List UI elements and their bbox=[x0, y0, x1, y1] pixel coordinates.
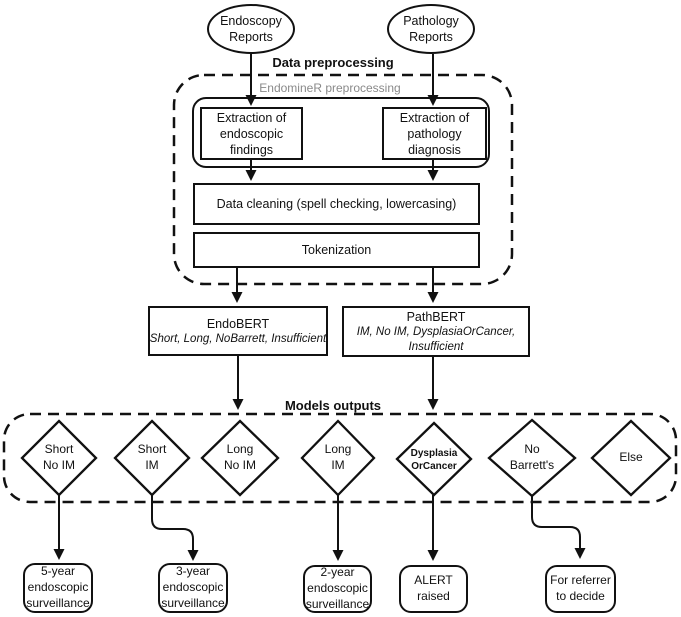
merge-bracket-referrer bbox=[531, 495, 581, 548]
action-5-year-surveillance: 5-year endoscopic surveillance bbox=[23, 563, 93, 613]
diamond-label-no-barretts: No Barrett's bbox=[497, 430, 567, 486]
arrowhead bbox=[245, 170, 257, 181]
diamond-line: Short bbox=[44, 442, 74, 457]
merge-bracket-3year bbox=[151, 495, 194, 550]
action-for-referrer-to-decide: For referrer to decide bbox=[545, 565, 616, 613]
arrowhead bbox=[231, 292, 243, 303]
arrowhead bbox=[427, 95, 439, 106]
endobert-node: EndoBERT Short, Long, NoBarrett, Insuffi… bbox=[148, 306, 328, 356]
endominer-preprocessing-label: EndomineR preprocessing bbox=[259, 81, 401, 95]
pathbert-node: PathBERT IM, No IM, DysplasiaOrCancer, I… bbox=[342, 306, 530, 357]
diamond-dysplasia-or-cancer bbox=[395, 421, 473, 497]
diamond-long-no-im bbox=[200, 419, 280, 497]
data-preprocessing-title: Data preprocessing bbox=[272, 55, 394, 70]
decision-diamonds bbox=[20, 418, 672, 498]
diamond-line: Long bbox=[324, 442, 352, 457]
diamond-label-long-no-im: Long No IM bbox=[205, 430, 275, 486]
arrowhead bbox=[232, 399, 244, 410]
data-preprocessing-dashed-box bbox=[172, 73, 514, 286]
diamond-line: Dysplasia bbox=[410, 447, 458, 459]
arrowhead bbox=[574, 548, 586, 559]
arrow-heads bbox=[53, 95, 586, 561]
action-3-year-surveillance: 3-year endoscopic surveillance bbox=[158, 563, 228, 613]
endobert-name: EndoBERT bbox=[206, 316, 270, 331]
extraction-pathology-diagnosis-node: Extraction of pathology diagnosis bbox=[382, 107, 487, 160]
diamond-short-im bbox=[113, 419, 191, 497]
diamond-line: No IM bbox=[223, 458, 256, 472]
tokenization-node: Tokenization bbox=[193, 232, 480, 268]
arrowhead bbox=[187, 550, 199, 561]
pathology-reports-node: Pathology Reports bbox=[387, 4, 475, 54]
diamond-long-im bbox=[300, 419, 376, 497]
diamond-line: Long bbox=[226, 442, 254, 457]
arrowhead bbox=[427, 292, 439, 303]
data-cleaning-node: Data cleaning (spell checking, lowercasi… bbox=[193, 183, 480, 225]
diamond-line: No IM bbox=[42, 458, 75, 472]
diamond-label-else: Else bbox=[596, 430, 666, 486]
diamond-label-long-im: Long IM bbox=[303, 430, 373, 486]
action-alert-raised: ALERT raised bbox=[399, 565, 468, 613]
arrowhead bbox=[427, 170, 439, 181]
diamond-else bbox=[590, 419, 672, 497]
extraction-endoscopic-findings-node: Extraction of endoscopic findings bbox=[200, 107, 303, 160]
arrowhead bbox=[53, 549, 65, 560]
diamond-line: Short bbox=[137, 442, 167, 457]
diamond-line: OrCancer bbox=[411, 461, 457, 472]
arrowhead bbox=[427, 550, 439, 561]
diamond-line: No bbox=[524, 442, 540, 457]
arrowhead bbox=[427, 399, 439, 410]
diamond-line: Else bbox=[619, 450, 643, 465]
arrow-lines bbox=[58, 54, 581, 552]
diamond-line: IM bbox=[331, 458, 345, 472]
pathbert-name: PathBERT bbox=[406, 309, 466, 324]
models-outputs-dashed-box bbox=[2, 412, 678, 504]
diamond-line: IM bbox=[145, 458, 159, 472]
action-2-year-surveillance: 2-year endoscopic surveillance bbox=[303, 565, 372, 613]
diamond-short-no-im bbox=[20, 419, 98, 497]
arrowhead bbox=[332, 550, 344, 561]
diamond-line: Barrett's bbox=[509, 458, 555, 472]
arrowhead bbox=[245, 95, 257, 106]
endominer-container bbox=[192, 97, 490, 168]
diamond-label-short-no-im: Short No IM bbox=[24, 430, 94, 486]
diamond-label-short-im: Short IM bbox=[117, 430, 187, 486]
pathbert-classes: IM, No IM, DysplasiaOrCancer, Insufficie… bbox=[356, 325, 516, 353]
endobert-classes: Short, Long, NoBarrett, Insufficient bbox=[149, 332, 327, 345]
diamond-no-barretts bbox=[487, 418, 577, 498]
models-outputs-title: Models outputs bbox=[284, 398, 382, 413]
diamond-label-dysplasia-or-cancer: Dysplasia OrCancer bbox=[399, 432, 469, 488]
endoscopy-reports-node: Endoscopy Reports bbox=[207, 4, 295, 54]
